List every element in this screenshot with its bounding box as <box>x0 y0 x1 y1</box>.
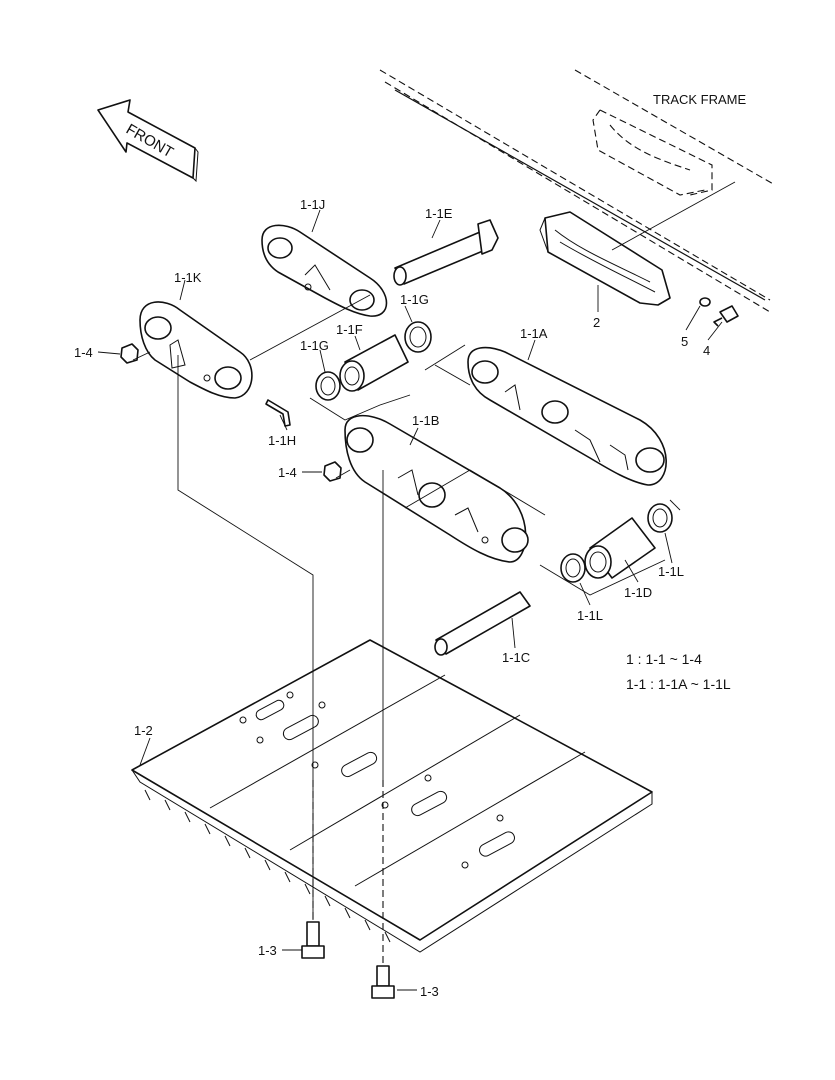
link-1-1A <box>467 346 667 486</box>
track-frame <box>379 69 776 313</box>
link-1-1K <box>139 301 253 399</box>
label-1-3-left: 1-3 <box>258 943 277 958</box>
label-1-1D: 1-1D <box>624 585 652 600</box>
label-1-2: 1-2 <box>134 723 153 738</box>
link-1-1J <box>261 224 388 317</box>
pin-1-1E <box>393 219 499 286</box>
label-1-1L-right: 1-1L <box>658 564 684 579</box>
label-1-1B: 1-1B <box>412 413 439 428</box>
label-leaders <box>97 209 723 991</box>
link-1-1B <box>344 414 529 563</box>
seal-1-1L-right <box>647 503 673 533</box>
label-1-4-top: 1-4 <box>74 345 93 360</box>
label-1-1F: 1-1F <box>336 322 363 337</box>
seal-1-1G-top <box>404 321 432 353</box>
label-1-1C: 1-1C <box>502 650 530 665</box>
bolt-1-3-left <box>301 921 325 959</box>
pin-1-1C <box>434 591 531 656</box>
nut-1-4-mid <box>323 461 342 482</box>
bolt-4 <box>713 305 739 327</box>
assembly-notes: 1 : 1-1 ~ 1-4 1-1 : 1-1A ~ 1-1L <box>626 651 731 692</box>
seal-1-1L-left <box>560 553 586 583</box>
cotter-1-1H <box>265 399 291 427</box>
label-1-4-mid: 1-4 <box>278 465 297 480</box>
note-line-2: 1-1 : 1-1A ~ 1-1L <box>626 676 731 692</box>
bushing-1-1F <box>339 334 409 392</box>
track-shoe-1-2 <box>131 639 653 953</box>
label-1-1J: 1-1J <box>300 197 325 212</box>
front-arrow: FRONT <box>97 99 199 183</box>
label-1-1G-left: 1-1G <box>300 338 329 353</box>
label-2: 2 <box>593 315 600 330</box>
assembly-lines <box>132 181 736 966</box>
bolt-1-3-right <box>371 965 395 999</box>
bushing-1-1D <box>584 517 656 579</box>
note-line-1: 1 : 1-1 ~ 1-4 <box>626 651 702 667</box>
label-1-1K: 1-1K <box>174 270 202 285</box>
part-labels: TRACK FRAME 1-1J 1-1E 1-1K 1-1G 1-1F 1-1… <box>74 92 747 999</box>
seal-1-1G-left <box>315 371 341 401</box>
label-track-frame: TRACK FRAME <box>653 92 747 107</box>
label-5: 5 <box>681 334 688 349</box>
label-4: 4 <box>703 343 710 358</box>
label-1-1L-left: 1-1L <box>577 608 603 623</box>
label-1-1H: 1-1H <box>268 433 296 448</box>
label-1-1E: 1-1E <box>425 206 453 221</box>
bracket-2 <box>539 211 671 306</box>
label-1-3-right: 1-3 <box>420 984 439 999</box>
washer-5 <box>699 297 711 307</box>
label-1-1G-top: 1-1G <box>400 292 429 307</box>
label-1-1A: 1-1A <box>520 326 548 341</box>
nut-1-4-top <box>120 343 139 364</box>
